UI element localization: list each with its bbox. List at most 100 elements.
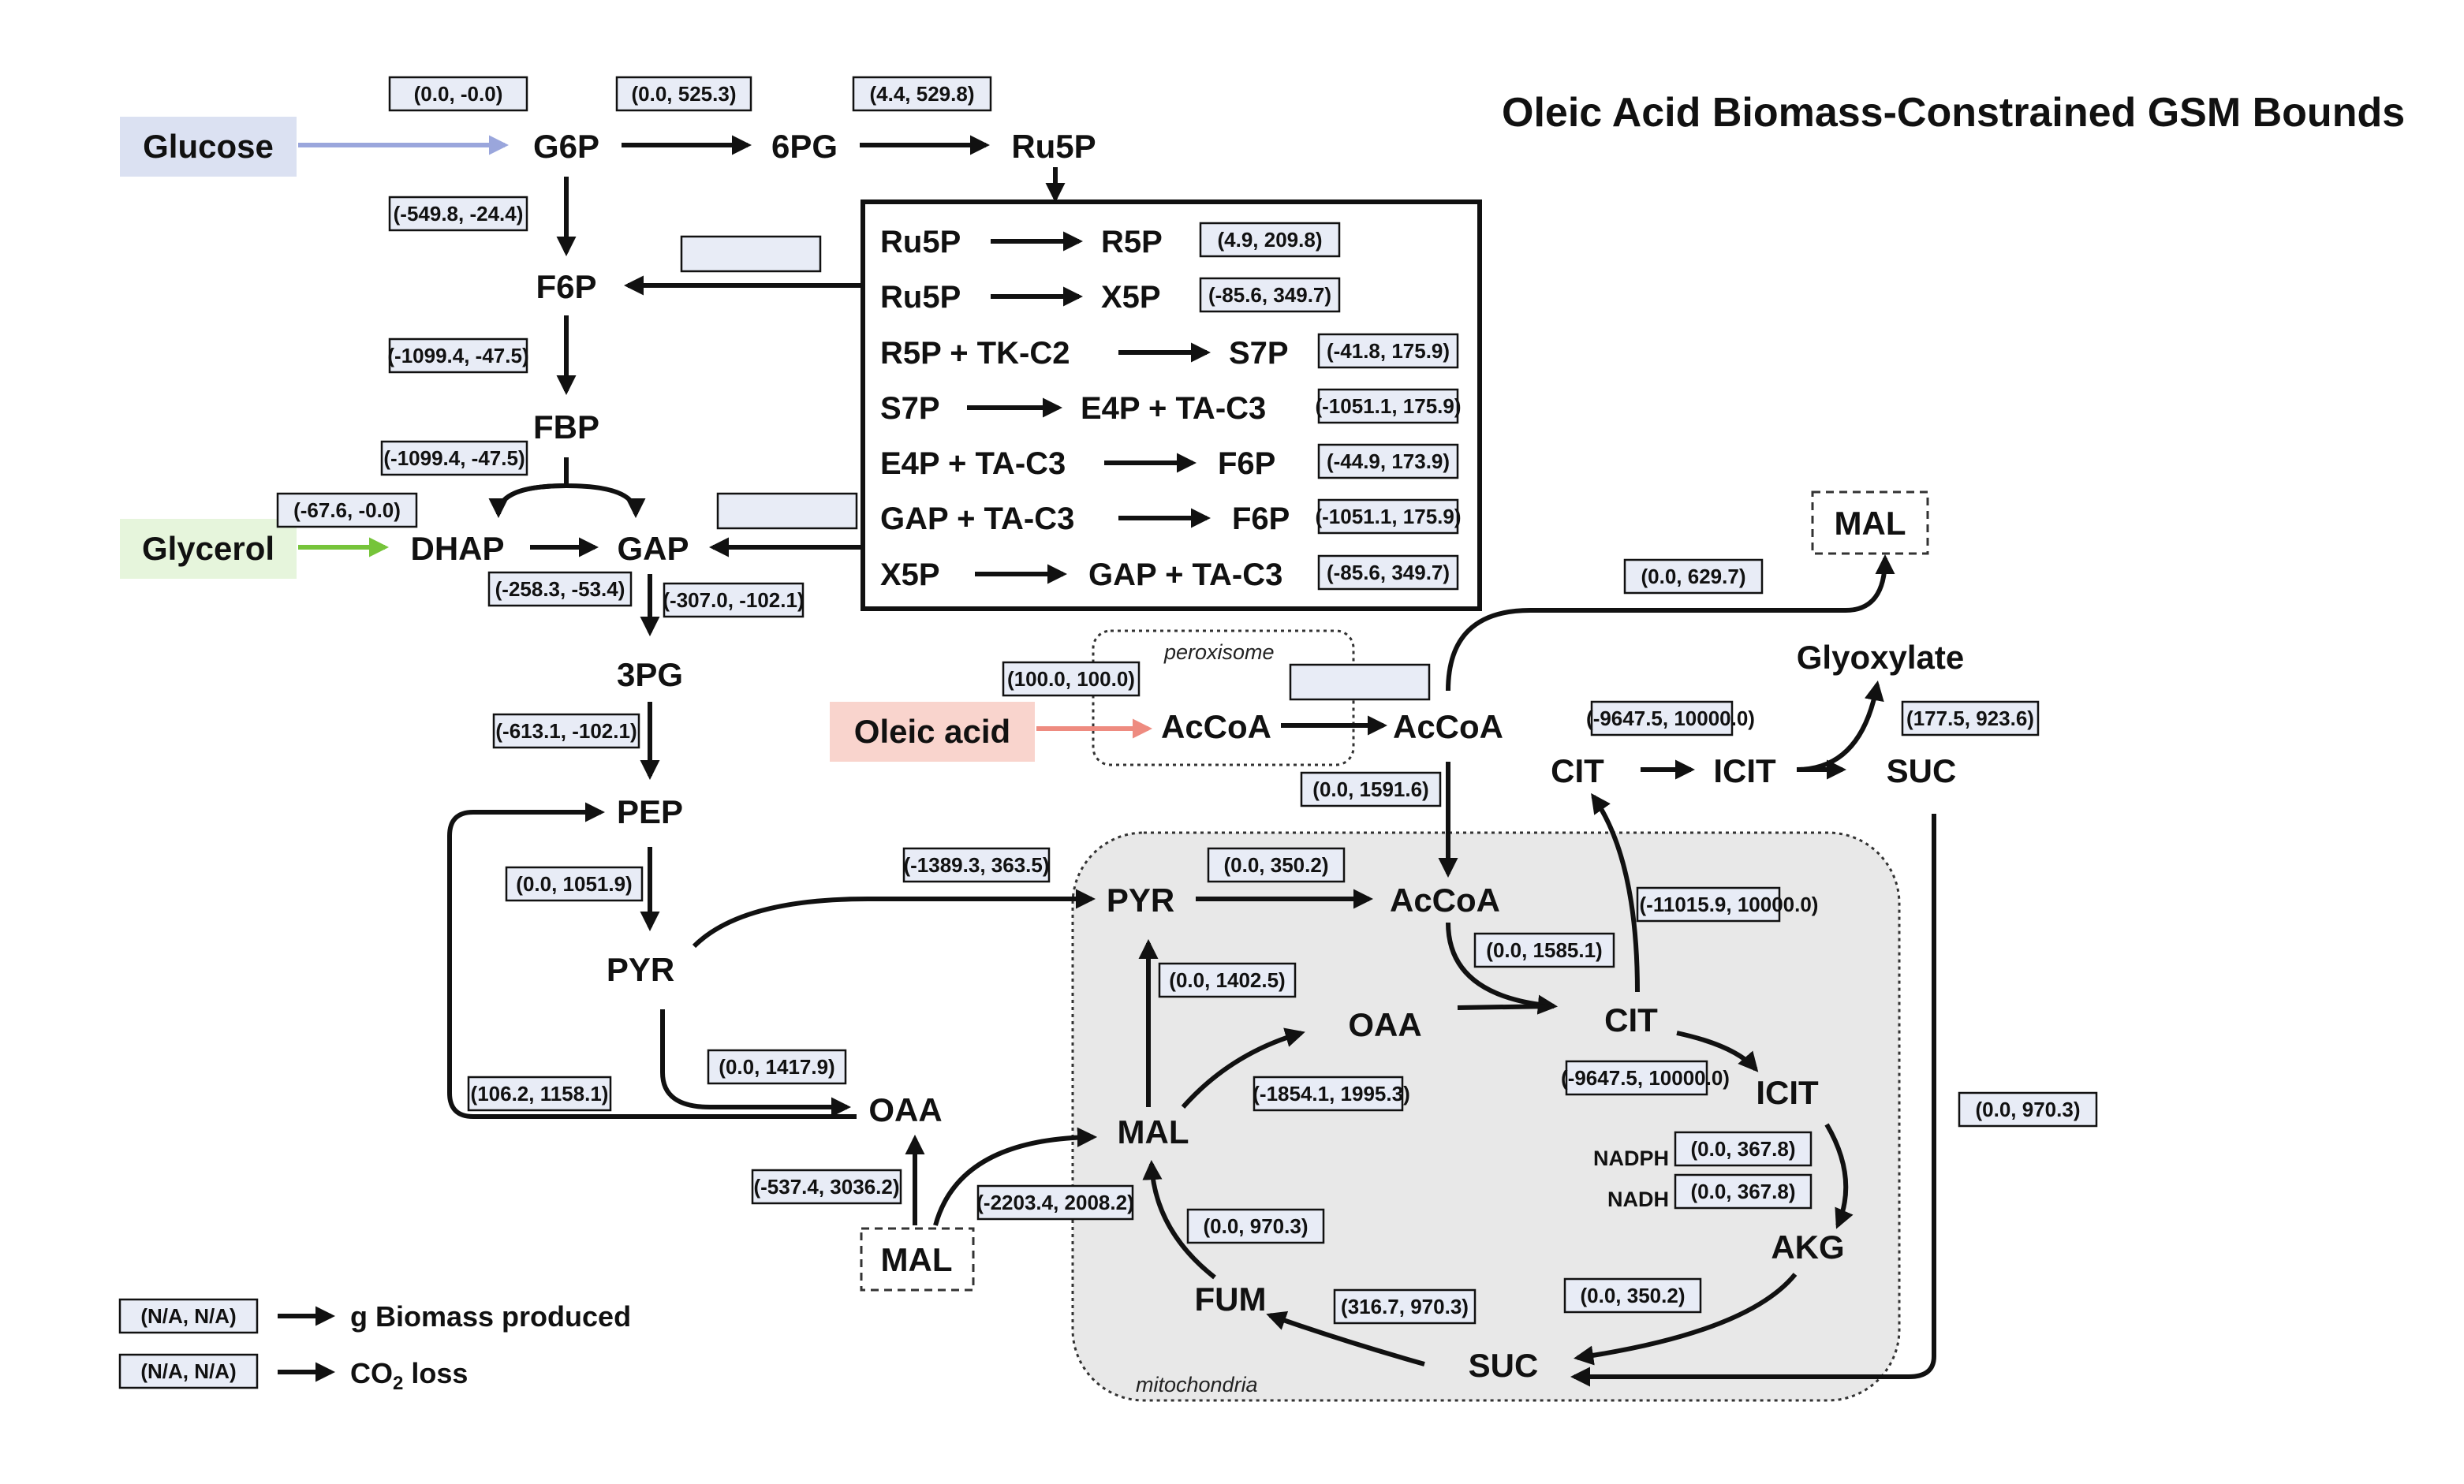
flux-mal-pyr: (0.0, 1402.5)	[1169, 968, 1285, 992]
flux-g6p-f6p: (-549.8, -24.4)	[394, 202, 524, 226]
acoa-mal-arrow	[1446, 554, 1895, 692]
metabolite-f6p: F6P	[536, 268, 596, 305]
flux-box	[388, 196, 528, 232]
flux-box	[1565, 1060, 1708, 1096]
metabolite-oaa-mito: OAA	[1348, 1006, 1421, 1043]
flux-box	[1253, 1076, 1404, 1112]
flux-akg-suc: (0.0, 350.2)	[1581, 1284, 1686, 1307]
flux-fum-mal: (0.0, 970.3)	[1204, 1214, 1309, 1238]
flux-idh-nadph: (0.0, 367.8)	[1691, 1137, 1796, 1161]
flux-pdh: (0.0, 350.2)	[1224, 853, 1329, 877]
cs-arrow	[1446, 922, 1559, 1015]
ppp-lhs: E4P + TA-C3	[880, 446, 1066, 481]
flux-box	[1636, 886, 1781, 923]
ppp-lhs: Ru5P	[880, 280, 961, 315]
ppp-reaction: R5P + TK-C2 S7P (-41.8, 175.9)	[880, 333, 1459, 371]
flux-box	[615, 76, 752, 112]
legend: (N/A, N/A) g Biomass produced (N/A, N/A)…	[118, 1298, 631, 1394]
metabolite-3pg: 3PG	[617, 656, 683, 693]
chart-title: Oleic Acid Biomass-Constrained GSM Bound…	[1502, 90, 2405, 136]
flux-acoa-mal: (0.0, 629.7)	[1641, 565, 1746, 588]
ppp-reaction: E4P + TA-C3 F6P (-44.9, 173.9)	[880, 443, 1459, 481]
flux-box	[707, 1049, 847, 1085]
metabolite-g6p: G6P	[533, 128, 599, 165]
flux-pep-pyr: (0.0, 1051.9)	[516, 872, 632, 896]
flux-value: (-44.9, 173.9)	[1327, 449, 1450, 473]
ppp-reaction: S7P E4P + TA-C3 (-1051.1, 175.9)	[880, 388, 1462, 426]
oaa-pep-arrow	[447, 802, 857, 1119]
flux-cs: (0.0, 1585.1)	[1486, 938, 1602, 962]
pyr-transport-arrow	[692, 889, 1096, 949]
ppp-rhs: GAP + TA-C3	[1088, 557, 1282, 592]
metabolite-suc-mito: SUC	[1469, 1347, 1539, 1384]
mitochondria-label: mitochondria	[1136, 1373, 1258, 1396]
ppp-lhs: S7P	[880, 391, 940, 426]
metabolite-pyr: PYR	[607, 951, 674, 988]
flux-oleic-uptake: (100.0, 100.0)	[1007, 667, 1135, 691]
glucose-box	[120, 117, 297, 177]
flux-cit-transport: (-11015.9, 10000.0)	[1640, 893, 1819, 916]
flux-box	[505, 866, 644, 902]
metabolite-ru5p: Ru5P	[1011, 128, 1096, 165]
flux-gap-3pg: (-307.0, -102.1)	[663, 588, 804, 612]
ppp-rhs: S7P	[1229, 336, 1289, 371]
mal-transport-arrow	[933, 1127, 1098, 1226]
flux-mdh: (-1854.1, 1995.3)	[1253, 1082, 1409, 1106]
flux-box	[751, 1169, 902, 1205]
flux-value: (-85.6, 349.7)	[1327, 561, 1450, 584]
flux-value: (-85.6, 349.7)	[1208, 283, 1331, 307]
metabolite-dhap: DHAP	[410, 530, 504, 567]
flux-box	[1317, 333, 1459, 369]
metabolite-pep: PEP	[617, 793, 683, 830]
glucose-label: Glucose	[143, 128, 274, 165]
mal-external-box	[860, 1227, 975, 1292]
flux-bounds: (0.0, -0.0) (0.0, 525.3) (4.4, 529.8) (-…	[276, 76, 2098, 1325]
flux-box	[388, 76, 528, 112]
oleic-acid-box	[830, 702, 1035, 762]
peroxisome-compartment	[1092, 629, 1355, 766]
flux-box	[1199, 222, 1341, 258]
mal-top-box	[1811, 490, 1929, 555]
flux-box	[1674, 1173, 1813, 1210]
flux-mal-transport: (-2203.4, 2008.2)	[976, 1191, 1133, 1214]
flux-icit-suc: (177.5, 923.6)	[1906, 707, 2034, 730]
flux-fbp-split: (-1099.4, -47.5)	[383, 446, 525, 470]
co2-subscript: 2	[393, 1373, 403, 1394]
flux-box	[663, 582, 805, 618]
metabolite-mal-mito: MAL	[1118, 1113, 1189, 1150]
ppp-reactions: Ru5P R5P (4.9, 209.8) Ru5P X5P (-85.6, 3…	[880, 222, 1462, 592]
ppp-reaction: Ru5P X5P (-85.6, 349.7)	[880, 277, 1341, 315]
flux-pyr-transport: (-1389.3, 363.5)	[903, 853, 1049, 877]
flux-glycerol-dhap: (-67.6, -0.0)	[293, 498, 401, 522]
flux-box	[902, 847, 1051, 883]
flux-mal-oaa: (-537.4, 3036.2)	[753, 1175, 899, 1199]
flux-6pg-ru5p: (4.4, 529.8)	[870, 82, 975, 106]
metabolite-acoa-mito: AcCoA	[1390, 882, 1500, 919]
metabolite-acoa-cytosol: AcCoA	[1393, 708, 1503, 745]
flux-box	[1473, 932, 1615, 968]
mdh-arrow	[1181, 1027, 1305, 1109]
metabolites: G6P 6PG Ru5P F6P FBP DHAP GAP 3PG PEP PY…	[410, 128, 1964, 1384]
metabolite-6pg: 6PG	[771, 128, 838, 165]
flux-f6p-fbp: (-1099.4, -47.5)	[387, 344, 528, 367]
flux-box	[467, 1076, 612, 1112]
icit-glyoxylate-arrow	[1796, 680, 1884, 772]
glycerol-box	[120, 519, 297, 579]
legend-flux-box	[118, 1298, 259, 1334]
pyr-oaa-arrow	[660, 1009, 852, 1117]
flux-oaa-pep: (106.2, 1158.1)	[471, 1082, 609, 1106]
empty-flux-box	[716, 492, 858, 530]
flux-g6p-6pg: (0.0, 525.3)	[632, 82, 737, 106]
flux-box	[1623, 558, 1764, 595]
metabolite-fum: FUM	[1195, 1281, 1267, 1318]
metabolite-glyoxylate: Glyoxylate	[1797, 639, 1964, 676]
flux-box	[1199, 277, 1341, 313]
flux-box	[1333, 1288, 1477, 1325]
legend-flux-co2: (N/A, N/A)	[140, 1359, 236, 1383]
legend-flux-biomass: (N/A, N/A)	[140, 1304, 236, 1328]
flux-box	[1958, 1091, 2098, 1128]
flux-dhap-gap: (-258.3, -53.4)	[495, 577, 625, 601]
flux-pyr-oaa: (0.0, 1417.9)	[719, 1055, 834, 1079]
sdh-arrow	[1266, 1311, 1425, 1367]
flux-box	[487, 571, 633, 607]
